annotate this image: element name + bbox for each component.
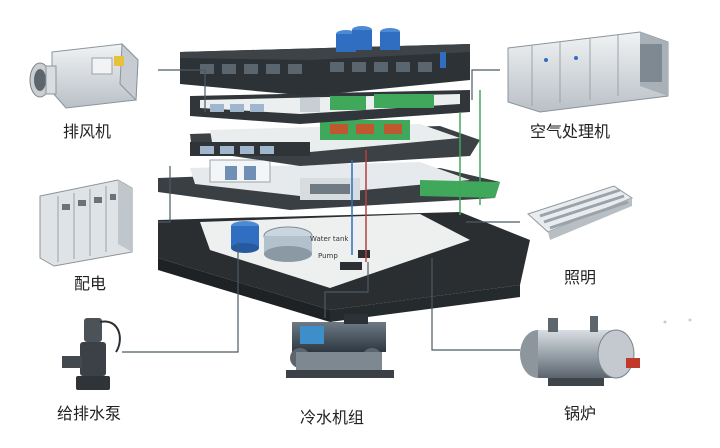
water-pump-image <box>62 318 121 390</box>
vertical-risers <box>351 90 481 262</box>
chiller-label: 冷水机组 <box>300 408 365 427</box>
middle-floor-level <box>190 120 480 166</box>
rooftop-tanks <box>336 26 400 52</box>
lighting-label: 照明 <box>564 268 597 287</box>
upper-floor-level <box>190 90 470 124</box>
basement-water-tank <box>231 221 259 253</box>
boiler-label: 锅炉 <box>564 404 597 423</box>
decorative-dot <box>688 318 692 322</box>
connector-lines <box>122 69 520 353</box>
connector-power-distribution <box>158 166 171 223</box>
connector-air-handler <box>471 69 500 100</box>
pump-tag: Pump <box>318 252 338 260</box>
connector-chiller <box>324 262 369 318</box>
power-distribution-image <box>39 179 133 267</box>
decorative-dot <box>663 320 667 324</box>
connector-boiler <box>431 258 520 351</box>
chiller-image <box>286 314 394 378</box>
connector-water-pump <box>122 242 239 353</box>
building-cutaway: Water tank Pump <box>158 26 530 322</box>
basement-round-tank <box>263 226 313 262</box>
boiler-image <box>520 316 640 386</box>
water-pump-label: 给排水泵 <box>57 404 122 423</box>
connector-exhaust-fan <box>158 69 206 112</box>
basement-level: Water tank Pump <box>158 212 530 322</box>
exhaust-fan-image <box>29 42 139 109</box>
lighting-image <box>527 185 634 240</box>
exhaust-fan-label: 排风机 <box>63 122 112 141</box>
ground-floor-level <box>158 159 500 210</box>
roof-level <box>180 26 470 96</box>
air-handler-image <box>507 31 669 113</box>
air-handler-label: 空气处理机 <box>530 122 611 141</box>
power-distribution-label: 配电 <box>74 274 107 293</box>
water-tank-tag: Water tank <box>310 235 349 243</box>
